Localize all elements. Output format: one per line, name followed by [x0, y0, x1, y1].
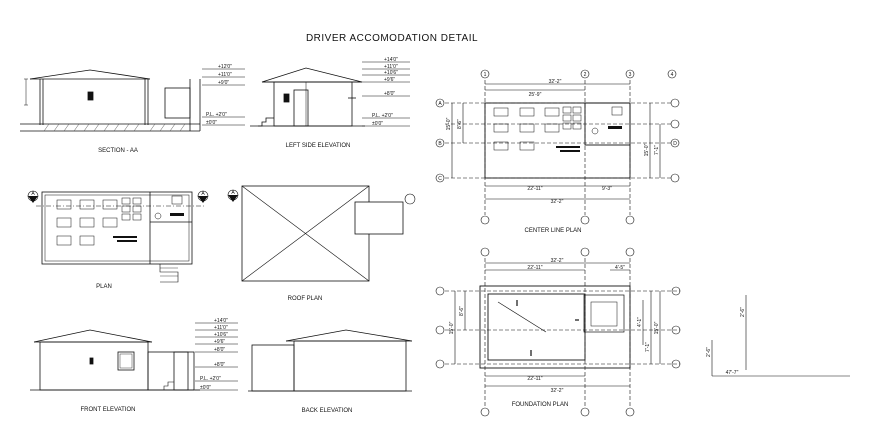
- left-side-level-labels: +14'0" +11'0" +10'6" +9'6" +8'0" P.L. +2…: [372, 57, 398, 127]
- grid-bubble-label: A: [438, 101, 442, 107]
- foundation-grid-bubbles: [435, 247, 681, 417]
- grid-bubble-label: B: [438, 141, 442, 147]
- dim-label: 4'-1": [637, 317, 643, 327]
- center-line-plan-labels: 1 2 3 4 A B C D 32'-2" 25'-9" 22'-11" 9'…: [438, 72, 677, 205]
- level-label: P.L. +2'0": [206, 112, 227, 118]
- roof-section-marker: A: [231, 190, 235, 196]
- level-label: +14'0": [214, 318, 228, 324]
- center-line-plan-caption: CENTER LINE PLAN: [524, 228, 581, 234]
- level-label: +9'6": [384, 77, 395, 83]
- plan-steps: [159, 264, 179, 283]
- clp-furniture: [493, 106, 623, 151]
- level-label: ±0'0": [372, 121, 383, 127]
- grid-bubble-label: 1: [484, 72, 487, 78]
- level-label: +8'0": [214, 347, 225, 353]
- grid-bubble-label: D: [673, 141, 677, 147]
- front-level-labels: +14'0" +11'0" +10'6" +9'6" +8'0" +8'0" P…: [200, 318, 228, 391]
- section-door-mark: [87, 91, 94, 101]
- center-line-plan-view: [435, 69, 680, 225]
- dim-label: 15'-0": [449, 321, 455, 334]
- back-elevation-view: [248, 329, 413, 392]
- level-label: ±0'0": [200, 385, 211, 391]
- foundation-plan-caption: FOUNDATION PLAN: [512, 402, 569, 408]
- section-marker-right: A: [201, 191, 205, 197]
- roof-plan-caption: ROOF PLAN: [288, 296, 323, 302]
- section-caption: SECTION - AA: [98, 148, 138, 154]
- grid-bubble-label: 4: [671, 72, 674, 78]
- level-label: +12'0": [218, 64, 232, 70]
- level-label: +14'0": [384, 57, 398, 63]
- foundation-plan-labels: 32'-2" 22'-11" 4'-5" 22'-11" 32'-2" 15'-…: [449, 258, 746, 394]
- grid-bubble-label: 2: [584, 72, 587, 78]
- level-label: +11'0": [214, 325, 228, 331]
- level-label: +10'6": [214, 332, 228, 338]
- level-label: +9'0": [218, 80, 229, 86]
- section-marker-left: A: [31, 191, 35, 197]
- grid-bubble-label: 3: [629, 72, 632, 78]
- back-elevation-caption: BACK ELEVATION: [302, 408, 353, 414]
- dim-label: 15'-0": [446, 117, 452, 130]
- section-level-labels: +12'0" +11'0" +9'0" P.L. +2'0" ±0'0": [206, 64, 232, 126]
- dim-label: 2'-6": [706, 347, 712, 357]
- dim-label: 7'-1": [645, 342, 651, 352]
- front-elevation-caption: FRONT ELEVATION: [80, 407, 135, 413]
- dim-label: 32'-2": [551, 199, 564, 205]
- level-label: P.L. +2'0": [200, 376, 221, 382]
- clp-grid-bubbles: [435, 69, 680, 225]
- level-label: P.L. +2'0": [372, 113, 393, 119]
- footing-outer: [479, 285, 631, 369]
- dim-label: 22'-11": [527, 186, 542, 192]
- left-side-elevation-view: [250, 61, 410, 127]
- level-label: +9'6": [214, 339, 225, 345]
- level-label: +8'0": [214, 362, 225, 368]
- dim-label: 22'-11": [527, 376, 542, 382]
- footing-inner: [487, 293, 586, 361]
- section-hatch: [43, 123, 186, 132]
- foundation-plan-view: [435, 247, 850, 417]
- dim-label: 7'-1": [654, 145, 660, 155]
- roof-plan-view: [227, 185, 416, 282]
- sheet-title: DRIVER ACCOMODATION DETAIL: [306, 33, 478, 44]
- grid-bubble-label: C: [438, 176, 442, 182]
- dim-label: 8'-6": [457, 119, 463, 129]
- section-roof: [29, 69, 151, 80]
- dim-label: 22'-11": [527, 265, 542, 271]
- left-side-caption: LEFT SIDE ELEVATION: [286, 143, 351, 149]
- level-label: +11'0": [384, 64, 398, 70]
- level-label: ±0'0": [206, 120, 217, 126]
- level-label: +8'0": [384, 91, 395, 97]
- front-elevation-view: [30, 322, 238, 391]
- dim-label: 32'-2": [551, 388, 564, 394]
- plan-caption: PLAN: [96, 284, 112, 290]
- dim-label: 32'-2": [551, 258, 564, 264]
- dim-label: 25'-9": [529, 92, 542, 98]
- level-label: +11'0": [218, 72, 232, 78]
- level-label: 47'-7": [726, 370, 739, 376]
- plan-furniture: [56, 195, 183, 246]
- dim-label: 4'-5": [615, 265, 625, 271]
- dim-label: 32'-2": [549, 79, 562, 85]
- dim-label: 15'-0": [644, 143, 650, 156]
- plan-view: [27, 190, 209, 283]
- dim-label: 2'-6": [740, 307, 746, 317]
- dim-label: 9'-3": [602, 186, 612, 192]
- section-aa-view: [20, 68, 245, 132]
- dim-label: 8'-6": [459, 306, 465, 316]
- dim-label: 15'-0": [654, 321, 660, 334]
- level-label: +10'6": [384, 70, 398, 76]
- front-window: [117, 351, 135, 371]
